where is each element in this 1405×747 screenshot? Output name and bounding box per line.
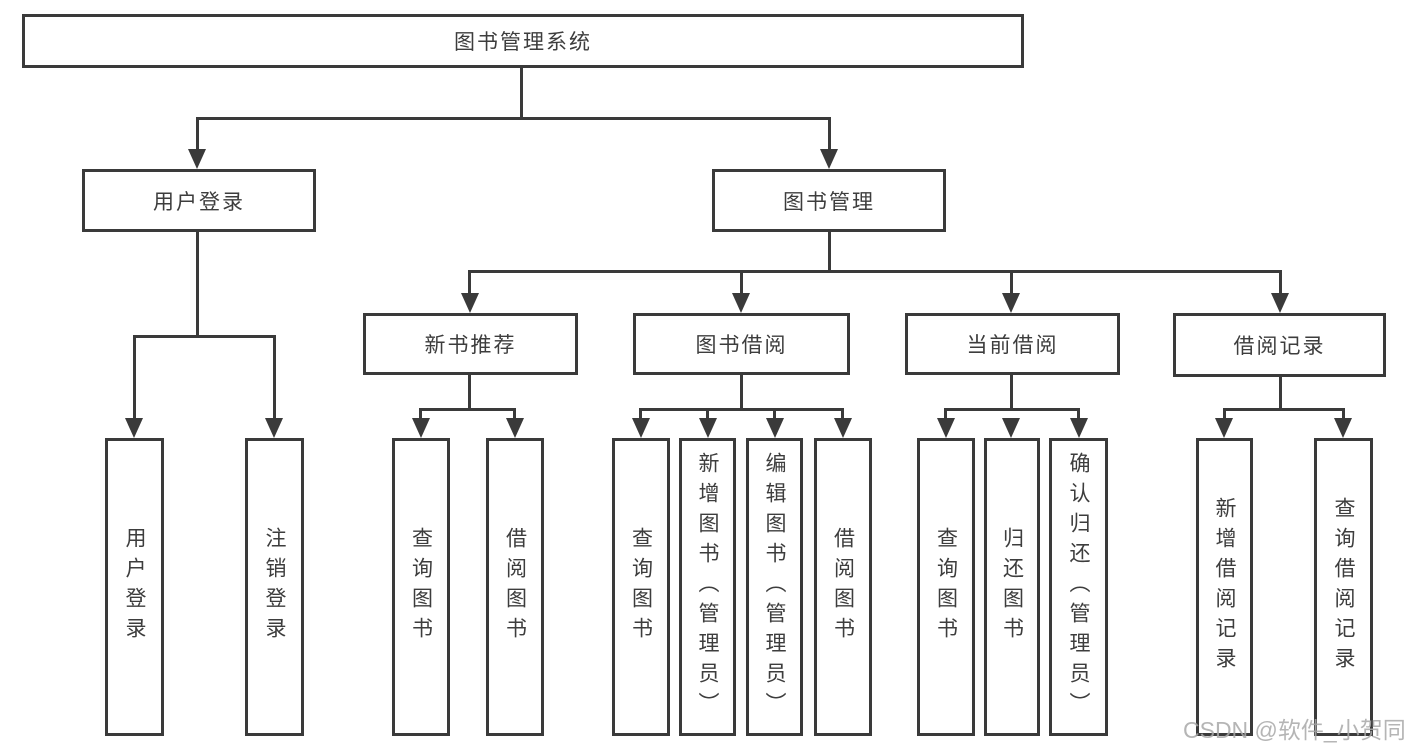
connector-book-borrow-stem xyxy=(740,375,743,411)
connector-logout-leaf-drop xyxy=(273,335,276,419)
arrow-to-user-login-icon xyxy=(188,149,206,169)
node-user-login-label: 用户登录 xyxy=(153,190,245,214)
connector-book-borrow-leaf1-drop xyxy=(639,408,642,421)
leaf-book-borrow-query: 查询图书 xyxy=(612,438,670,736)
arrow-to-new-books-icon xyxy=(461,293,479,313)
leaf-book-borrow-query-label: 查询图书 xyxy=(629,527,653,647)
leaf-current-borrow-confirm-label: 确认归还（管理员） xyxy=(1067,452,1090,722)
connector-new-books-bar xyxy=(419,408,516,411)
leaf-logout: 注销登录 xyxy=(245,438,304,736)
connector-current-borrow-leaf1-drop xyxy=(944,408,947,421)
connector-current-borrow-leaf3-drop xyxy=(1077,408,1080,421)
arrow-to-book-mgmt-icon xyxy=(820,149,838,169)
connector-user-login-bar xyxy=(133,335,276,338)
arrow-book-borrow-leaf4-icon xyxy=(834,418,852,438)
arrow-current-borrow-leaf2-icon xyxy=(1002,418,1020,438)
leaf-book-borrow-borrow: 借阅图书 xyxy=(814,438,872,736)
node-borrow-records: 借阅记录 xyxy=(1173,313,1386,377)
arrow-to-book-borrow-icon xyxy=(732,293,750,313)
connector-book-mgmt-drop xyxy=(828,117,831,151)
node-library-system-label: 图书管理系统 xyxy=(454,31,592,54)
leaf-borrow-records-add-label: 新增借阅记录 xyxy=(1213,497,1236,677)
connector-level2-bar xyxy=(196,117,831,120)
arrow-to-borrow-records-icon xyxy=(1271,293,1289,313)
node-user-login: 用户登录 xyxy=(82,169,316,232)
connector-new-books-leaf1-drop xyxy=(419,408,422,421)
node-book-borrow-label: 图书借阅 xyxy=(695,334,788,357)
arrow-book-borrow-leaf1-icon xyxy=(632,418,650,438)
leaf-current-borrow-return: 归还图书 xyxy=(984,438,1040,736)
connector-book-borrow-leaf3-drop xyxy=(773,408,776,421)
arrow-to-logout-leaf-icon xyxy=(265,418,283,438)
arrow-new-books-leaf1-icon xyxy=(412,418,430,438)
connector-user-login-stem xyxy=(196,232,199,337)
leaf-current-borrow-query-label: 查询图书 xyxy=(934,527,958,647)
arrow-book-borrow-leaf3-icon xyxy=(766,418,784,438)
arrow-borrow-records-leaf2-icon xyxy=(1334,418,1352,438)
arrow-borrow-records-leaf1-icon xyxy=(1215,418,1233,438)
leaf-current-borrow-confirm: 确认归还（管理员） xyxy=(1049,438,1108,736)
node-new-books-label: 新书推荐 xyxy=(424,334,517,357)
connector-current-borrow-drop xyxy=(1010,270,1013,296)
leaf-logout-label: 注销登录 xyxy=(263,527,286,647)
leaf-book-borrow-add-label: 新增图书（管理员） xyxy=(696,452,719,722)
connector-book-borrow-leaf2-drop xyxy=(706,408,709,421)
node-current-borrow-label: 当前借阅 xyxy=(966,334,1059,357)
leaf-book-borrow-edit-label: 编辑图书（管理员） xyxy=(763,452,786,722)
connector-book-mgmt-stem xyxy=(828,232,831,273)
connector-new-books-stem xyxy=(468,375,471,411)
connector-borrow-records-leaf2-drop xyxy=(1342,408,1345,421)
arrow-current-borrow-leaf3-icon xyxy=(1070,418,1088,438)
leaf-borrow-records-query-label: 查询借阅记录 xyxy=(1332,497,1355,677)
leaf-user-login-label: 用户登录 xyxy=(123,527,146,647)
connector-book-borrow-drop xyxy=(740,270,743,296)
connector-borrow-records-bar xyxy=(1223,408,1345,411)
connector-current-borrow-bar xyxy=(944,408,1080,411)
leaf-borrow-records-query: 查询借阅记录 xyxy=(1314,438,1373,736)
csdn-watermark: CSDN @软件_小贺同学 xyxy=(1183,717,1405,743)
connector-new-books-drop xyxy=(468,270,471,296)
arrow-current-borrow-leaf1-icon xyxy=(937,418,955,438)
arrow-to-login-leaf-icon xyxy=(125,418,143,438)
connector-user-login-drop xyxy=(196,117,199,151)
connector-root-stem xyxy=(520,68,523,119)
connector-level3-bar xyxy=(468,270,1282,273)
leaf-new-books-borrow-label: 借阅图书 xyxy=(503,527,527,647)
leaf-new-books-borrow: 借阅图书 xyxy=(486,438,544,736)
arrow-new-books-leaf2-icon xyxy=(506,418,524,438)
node-borrow-records-label: 借阅记录 xyxy=(1233,335,1326,358)
node-book-mgmt: 图书管理 xyxy=(712,169,946,232)
arrow-book-borrow-leaf2-icon xyxy=(699,418,717,438)
node-new-books: 新书推荐 xyxy=(363,313,578,375)
connector-book-borrow-bar xyxy=(639,408,844,411)
connector-book-borrow-leaf4-drop xyxy=(841,408,844,421)
node-library-system: 图书管理系统 xyxy=(22,14,1024,68)
leaf-current-borrow-query: 查询图书 xyxy=(917,438,975,736)
connector-new-books-leaf2-drop xyxy=(513,408,516,421)
node-book-mgmt-label: 图书管理 xyxy=(783,190,875,214)
connector-current-borrow-stem xyxy=(1010,375,1013,411)
leaf-borrow-records-add: 新增借阅记录 xyxy=(1196,438,1253,736)
connector-borrow-records-stem xyxy=(1279,377,1282,411)
connector-borrow-records-drop xyxy=(1279,270,1282,296)
leaf-current-borrow-return-label: 归还图书 xyxy=(1000,527,1024,647)
leaf-new-books-query-label: 查询图书 xyxy=(409,527,433,647)
node-book-borrow: 图书借阅 xyxy=(633,313,850,375)
node-current-borrow: 当前借阅 xyxy=(905,313,1120,375)
arrow-to-current-borrow-icon xyxy=(1002,293,1020,313)
leaf-user-login: 用户登录 xyxy=(105,438,164,736)
leaf-book-borrow-add: 新增图书（管理员） xyxy=(679,438,736,736)
leaf-book-borrow-edit: 编辑图书（管理员） xyxy=(746,438,803,736)
connector-login-leaf-drop xyxy=(133,335,136,419)
leaf-new-books-query: 查询图书 xyxy=(392,438,450,736)
connector-borrow-records-leaf1-drop xyxy=(1223,408,1226,421)
leaf-book-borrow-borrow-label: 借阅图书 xyxy=(831,527,855,647)
